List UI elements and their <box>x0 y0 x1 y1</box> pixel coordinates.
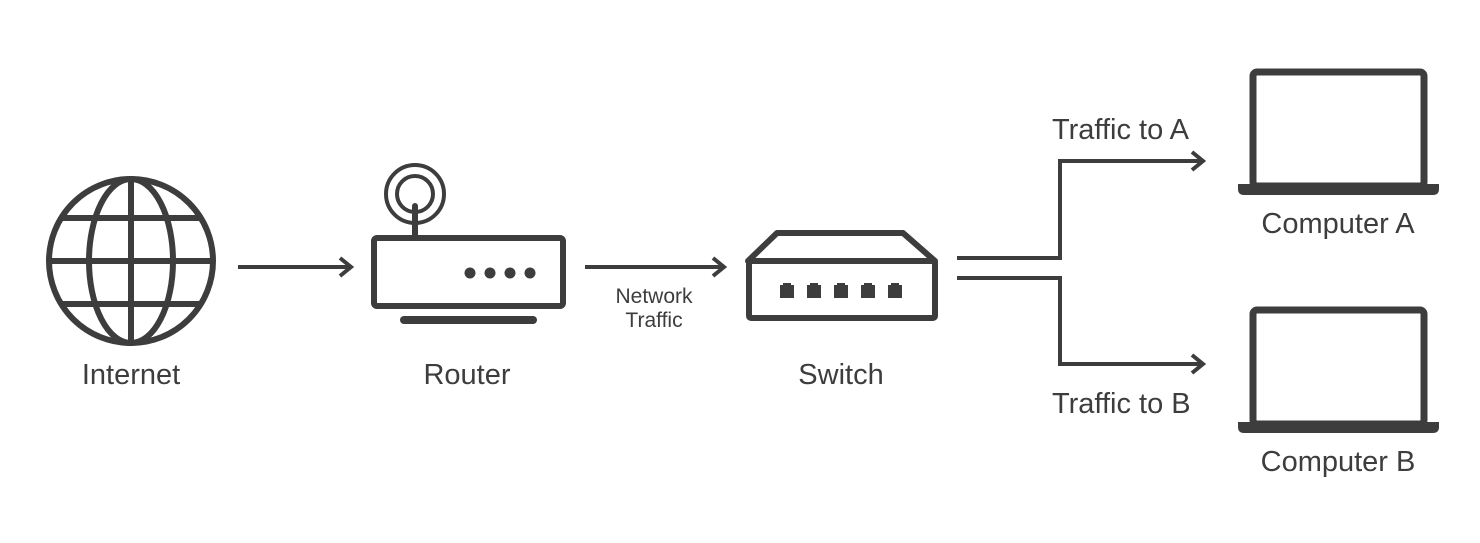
laptop-icon <box>1238 68 1439 195</box>
arrowhead-to-computer-b <box>1190 353 1207 375</box>
router-label: Router <box>423 359 511 391</box>
network-traffic-line1: Network <box>615 285 693 308</box>
traffic-to-b-label: Traffic to B <box>1052 388 1191 420</box>
network-traffic-line2: Traffic <box>625 309 683 332</box>
laptop-icon <box>1238 306 1439 433</box>
arrowhead-router-to-switch <box>711 256 728 278</box>
computer-a-label: Computer A <box>1261 208 1415 240</box>
switch-ports <box>780 283 902 298</box>
router-icon <box>371 163 566 324</box>
internet-label: Internet <box>81 359 181 391</box>
path-switch-to-computer-b <box>957 276 1202 366</box>
switch-icon <box>745 230 938 321</box>
traffic-to-a-label: Traffic to A <box>1052 114 1189 146</box>
arrowhead-internet-to-router <box>338 256 355 278</box>
switch-label: Switch <box>798 359 884 391</box>
globe-icon <box>46 176 216 346</box>
network-traffic-label: Network Traffic <box>615 285 692 333</box>
path-switch-to-computer-a <box>957 159 1202 260</box>
computer-b-label: Computer B <box>1260 446 1416 478</box>
arrowhead-to-computer-a <box>1190 150 1207 172</box>
